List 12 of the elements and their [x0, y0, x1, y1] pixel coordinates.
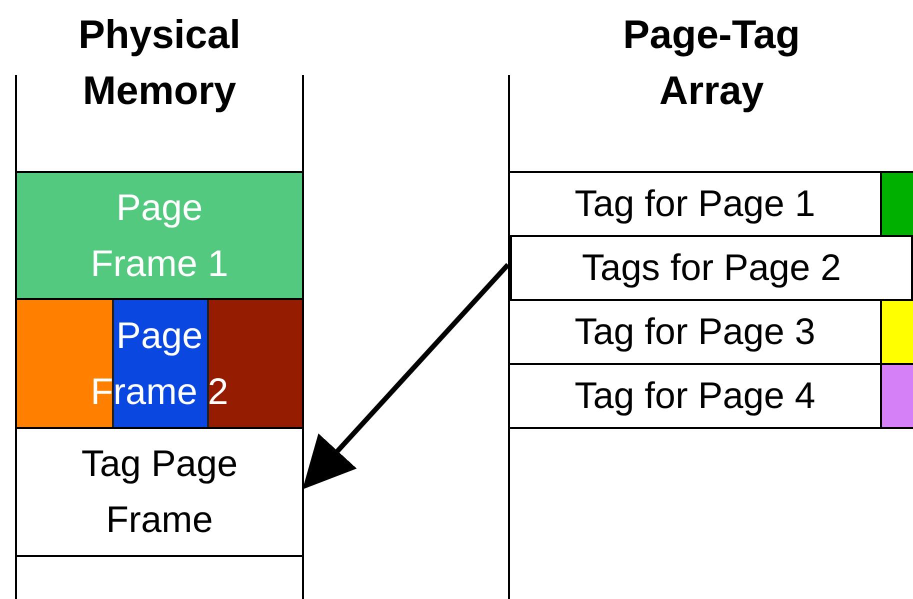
cell-label: Tag for Page 1 — [574, 182, 816, 226]
column-heading: Physical Memory — [77, 12, 242, 115]
page-frame-block — [15, 298, 304, 429]
cell-label: Tags for Page 2 — [580, 246, 842, 290]
cell-label: Page Frame 1 — [90, 186, 230, 286]
cell-label: Tag Page Frame — [80, 442, 239, 542]
page-frame-block — [15, 171, 304, 300]
tag-row — [508, 235, 913, 301]
column-heading: Page-Tag Array — [622, 12, 802, 115]
cell-label: Tag for Page 3 — [574, 310, 816, 354]
cell-label: Tag for Page 4 — [574, 374, 816, 418]
arrow — [302, 263, 510, 490]
